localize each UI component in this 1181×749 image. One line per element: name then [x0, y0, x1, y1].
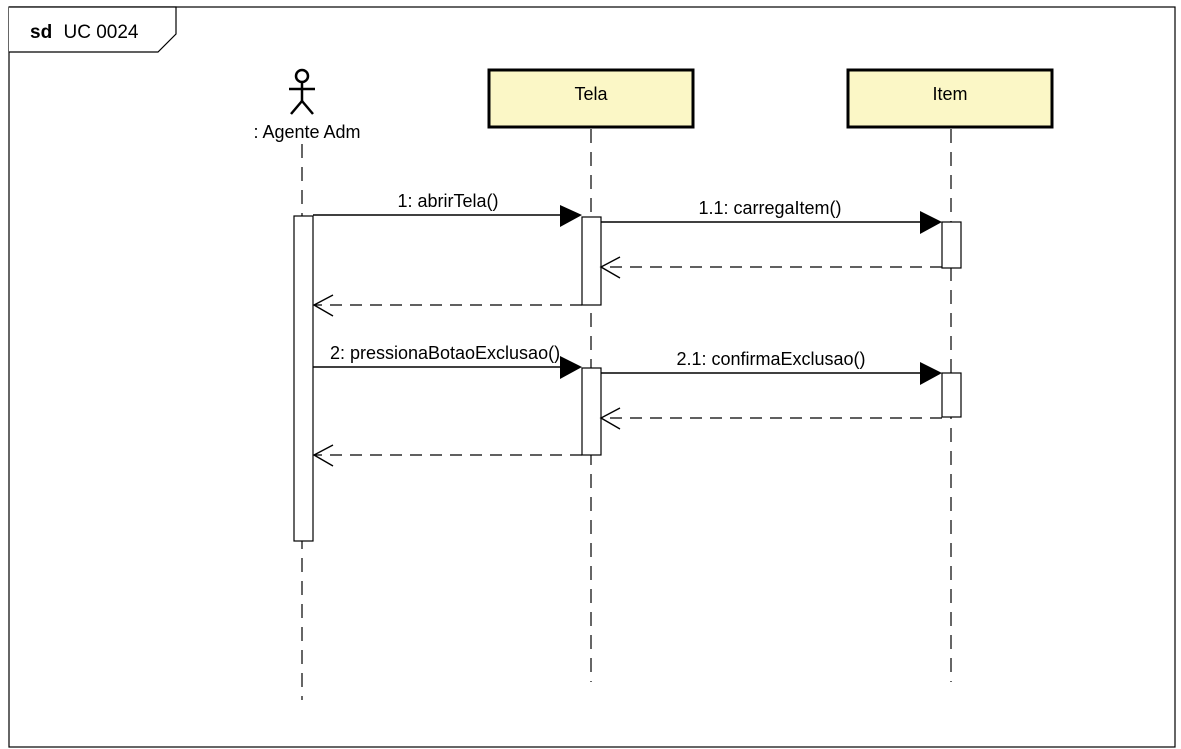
actor-label: : Agente Adm [253, 122, 360, 142]
lifeline-item-label: Item [932, 84, 967, 104]
frame-keyword: sd [30, 22, 52, 43]
frame-name: UC 0024 [63, 22, 138, 43]
actor-agente-adm[interactable]: : Agente Adm [253, 68, 361, 142]
return-item-to-tela-1[interactable] [599, 256, 942, 279]
message-abrir-tela-label: 1: abrirTela() [397, 191, 498, 211]
lifeline-item[interactable]: Item [846, 68, 1054, 129]
item-activation-bar-2[interactable] [941, 372, 962, 418]
filled-arrowhead-icon [920, 211, 942, 234]
message-confirma-exclusao-label: 2.1: confirmaExclusao() [676, 349, 865, 369]
message-pressiona-botao-exclusao[interactable]: 2: pressionaBotaoExclusao() [313, 343, 582, 379]
lifeline-item-head [846, 68, 1054, 129]
frame-label-tab [9, 6, 177, 53]
tela-activation-bar-2[interactable] [581, 367, 602, 456]
message-pressiona-botao-exclusao-label: 2: pressionaBotaoExclusao() [330, 343, 560, 363]
lifeline-tela-head [487, 68, 695, 129]
return-tela-to-actor-2[interactable] [312, 444, 582, 467]
lifeline-tela[interactable]: Tela [487, 68, 695, 129]
return-tela-to-actor-1[interactable] [312, 294, 582, 317]
message-abrir-tela[interactable]: 1: abrirTela() [313, 191, 582, 227]
filled-arrowhead-icon [560, 205, 582, 227]
filled-arrowhead-icon [920, 362, 942, 385]
tela-activation-bar-1[interactable] [581, 216, 602, 306]
open-arrowhead-icon [599, 407, 621, 430]
message-carrega-item[interactable]: 1.1: carregaItem() [601, 198, 942, 234]
frame-title: sd UC 0024 [30, 22, 139, 43]
lifeline-tela-label: Tela [574, 84, 608, 104]
open-arrowhead-icon [312, 444, 334, 467]
stick-figure-icon [289, 68, 315, 115]
actor-activation-bar[interactable] [293, 215, 314, 542]
filled-arrowhead-icon [560, 356, 582, 379]
open-arrowhead-icon [312, 294, 334, 317]
return-item-to-tela-2[interactable] [599, 407, 942, 430]
message-carrega-item-label: 1.1: carregaItem() [698, 198, 841, 218]
item-activation-bar-1[interactable] [941, 221, 962, 269]
open-arrowhead-icon [599, 256, 621, 279]
message-confirma-exclusao[interactable]: 2.1: confirmaExclusao() [601, 349, 942, 385]
